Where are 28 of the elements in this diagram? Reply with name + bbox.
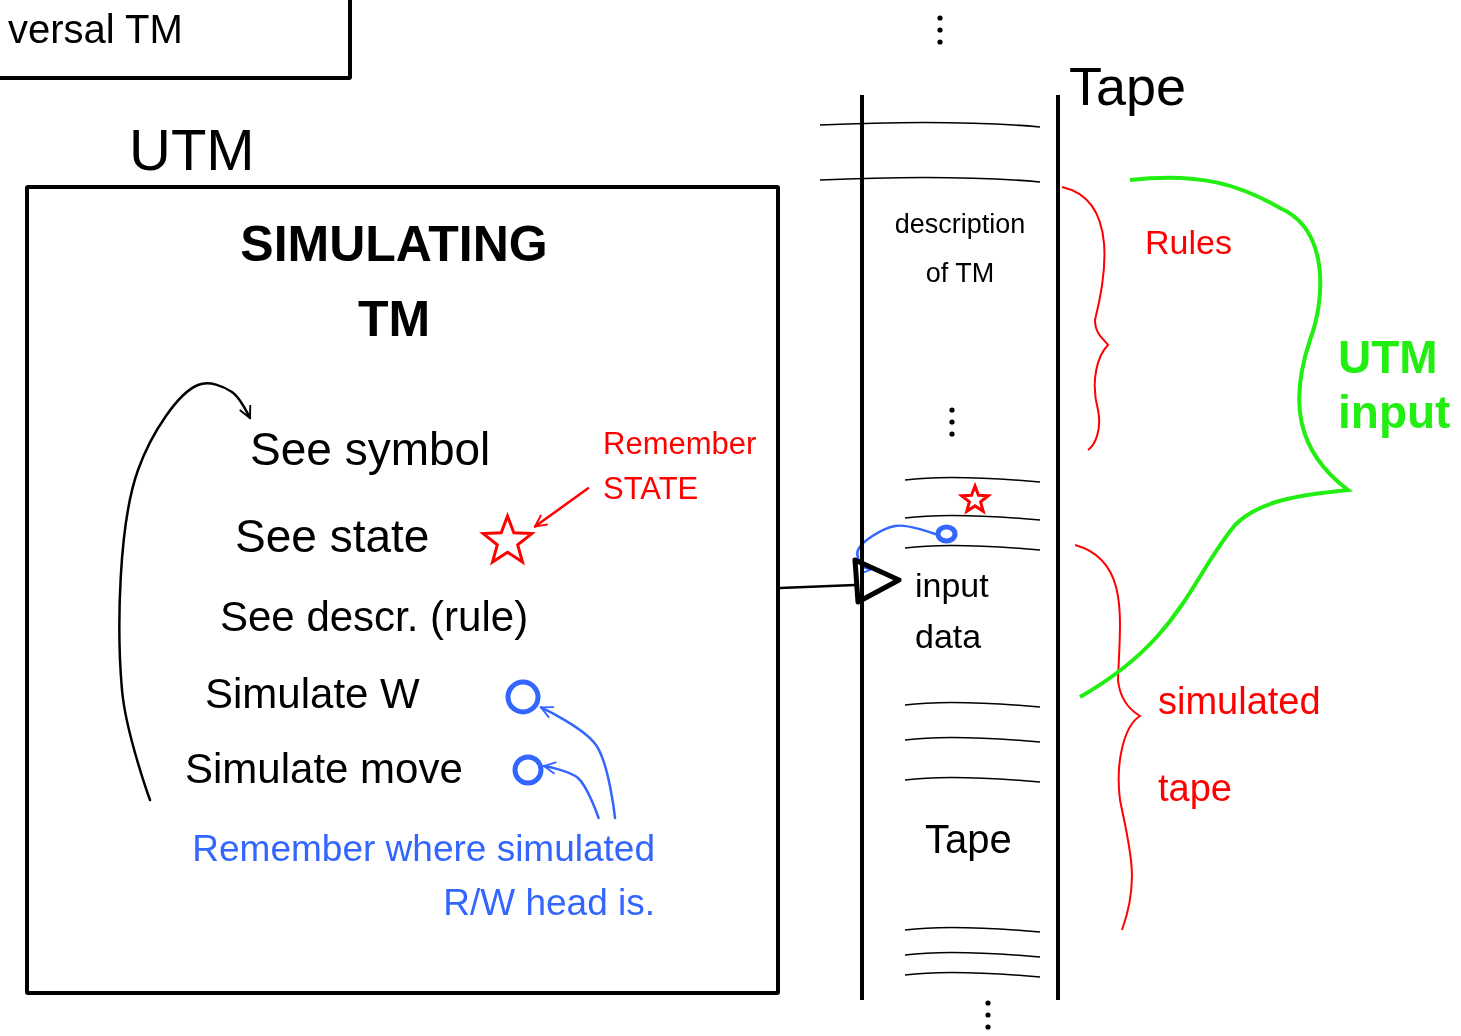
star-mark xyxy=(955,484,995,516)
arrow xyxy=(542,761,600,820)
title-box xyxy=(0,0,352,80)
box-heading: UTM xyxy=(129,117,256,184)
arrow xyxy=(533,487,590,528)
circle-mark xyxy=(512,754,544,786)
handwritten-text: See descr. (rule) xyxy=(220,592,620,643)
handwritten-text: Tape xyxy=(925,815,1035,863)
connector-line xyxy=(778,583,857,590)
handwritten-text: See symbol xyxy=(250,422,540,478)
handwritten-text: See state xyxy=(235,509,465,565)
handwritten-text: Remember where simulated R/W head is. xyxy=(185,822,655,930)
circle-mark xyxy=(505,679,541,715)
annotation-text: simulated tape xyxy=(1158,679,1322,812)
annotation-text: Rules xyxy=(1145,222,1233,263)
tape-heading: Tape xyxy=(1069,55,1188,118)
handwritten-text: Simulate W xyxy=(205,669,485,720)
annotation-text: UTM input xyxy=(1338,330,1452,441)
box-label: versal TM xyxy=(8,6,184,52)
box-title: SIMULATING TM xyxy=(239,215,549,349)
arrow xyxy=(118,382,252,802)
circle-mark xyxy=(935,524,958,544)
arrow xyxy=(856,524,937,575)
handwritten-text: input data xyxy=(915,560,1025,662)
arrow xyxy=(539,706,617,820)
handwritten-text: description of TM xyxy=(885,200,1035,298)
handwritten-text: Simulate move xyxy=(185,744,495,795)
read-head-triangle xyxy=(852,555,902,605)
